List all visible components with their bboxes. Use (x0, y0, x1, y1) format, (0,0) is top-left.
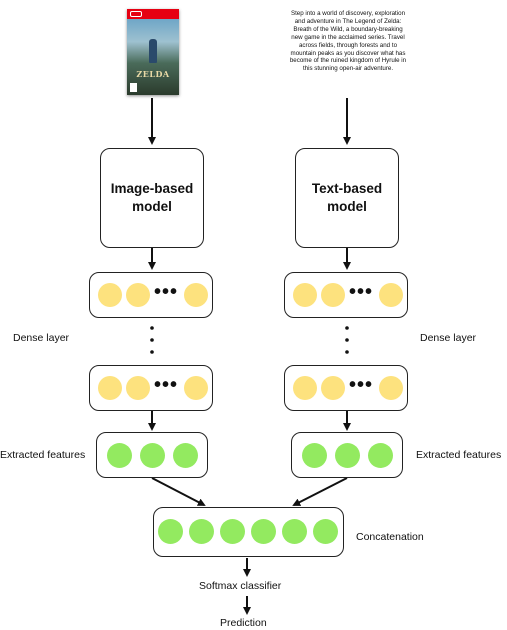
feature-node (173, 443, 198, 468)
prediction-label: Prediction (220, 617, 267, 629)
feature-node (107, 443, 132, 468)
feature-node (335, 443, 360, 468)
dense-node (126, 376, 150, 400)
concatenation-layer (153, 507, 344, 557)
dense-node (293, 376, 317, 400)
dense-layer-label-right: Dense layer (420, 332, 476, 344)
feature-node (140, 443, 165, 468)
vertical-ellipsis-dot (345, 326, 349, 330)
concatenation-label: Concatenation (356, 531, 424, 543)
concat-node (158, 519, 183, 544)
dense-node (321, 376, 345, 400)
left-extracted-features (96, 432, 208, 478)
softmax-classifier-label: Softmax classifier (199, 580, 281, 592)
ellipsis-icon: ••• (154, 380, 178, 390)
ellipsis-icon: ••• (349, 380, 373, 390)
vertical-ellipsis-dot (150, 338, 154, 342)
dense-node (98, 376, 122, 400)
dense-node (379, 376, 403, 400)
dense-layer-label-left: Dense layer (13, 332, 69, 344)
vertical-ellipsis-dot (150, 350, 154, 354)
feature-node (302, 443, 327, 468)
concat-node (251, 519, 276, 544)
concat-node (282, 519, 307, 544)
extracted-features-label-left: Extracted features (0, 449, 85, 461)
vertical-ellipsis-dot (345, 350, 349, 354)
extracted-features-label-right: Extracted features (416, 449, 501, 461)
vertical-ellipsis-dot (150, 326, 154, 330)
concat-node (313, 519, 338, 544)
right-dense-layer-bottom: ••• (284, 365, 408, 411)
right-extracted-features (291, 432, 403, 478)
vertical-ellipsis-dot (345, 338, 349, 342)
feature-node (368, 443, 393, 468)
concat-node (189, 519, 214, 544)
left-dense-layer-bottom: ••• (89, 365, 213, 411)
dense-node (184, 376, 208, 400)
concat-node (220, 519, 245, 544)
